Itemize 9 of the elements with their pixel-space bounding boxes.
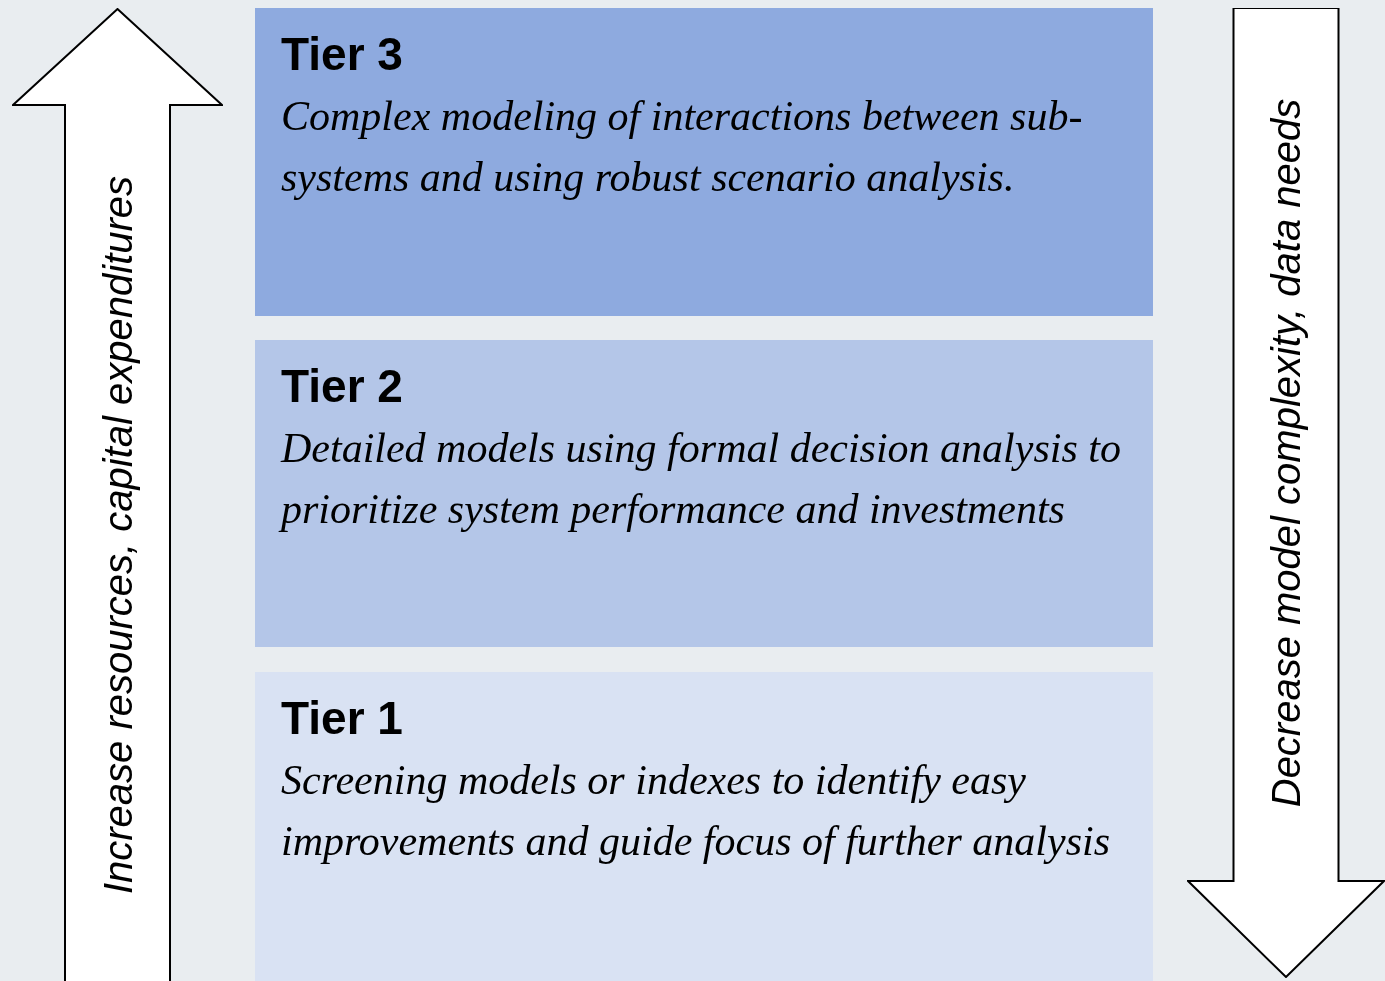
tier-box [255, 340, 1153, 647]
tier-box [255, 8, 1153, 316]
tier-description: Screening models or indexes to identify easy improvements and guide focus of further analysis [281, 756, 1112, 866]
tier-heading: Tier 2 [281, 359, 403, 414]
tier-description: Complex modeling of interactions between sub-systems and using robust scenario analysis. [281, 92, 1084, 202]
arrow-label: Decrease model complexity, data needs [1263, 98, 1309, 808]
arrow-label: Increase resources, capital expenditures [94, 175, 141, 894]
tier-heading: Tier 1 [281, 691, 403, 746]
tier-heading: Tier 3 [281, 27, 403, 82]
